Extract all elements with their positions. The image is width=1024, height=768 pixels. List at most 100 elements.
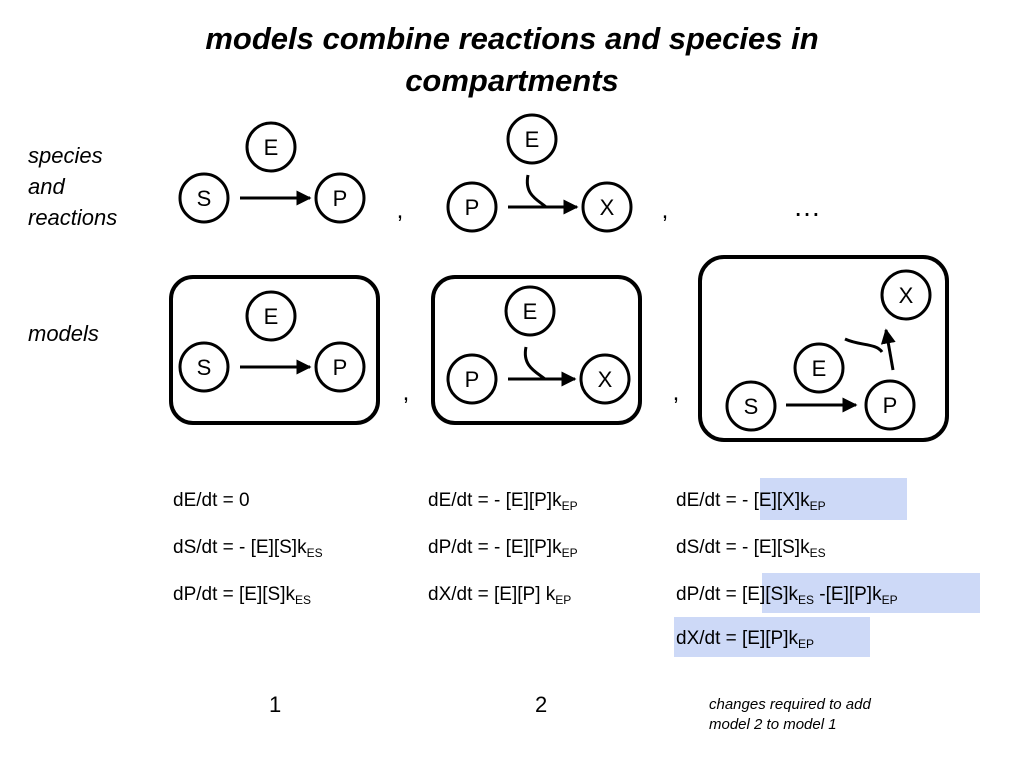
species-node-e: E [245,290,297,342]
equation-highlight-text: -[E][P]k [814,584,882,605]
highlight-de [760,478,907,520]
catalysis-arc [844,337,884,354]
row-label-line: models [28,321,99,346]
equation-text: dS/dt = - [E][S]k [676,537,810,558]
equation-c-dp: dP/dt = [E][S]kES -[E][P]kEP [676,582,898,608]
rate-subscript: EP [561,546,578,560]
species-label: X [899,283,914,308]
rate-subscript: EP [561,499,578,513]
rate-subscript: ES [798,593,815,607]
separator-comma: , [662,197,669,224]
equation-m1-ds: dS/dt = - [E][S]kES [173,535,323,561]
compartment-box [431,275,642,425]
row-label-line: species [28,143,103,168]
species-node-x: X [581,181,633,233]
species-label: P [333,186,348,211]
highlight-dx [674,617,870,657]
equation-m2-dx: dX/dt = [E][P] kEP [428,582,571,608]
species-node-e: E [793,342,845,394]
compartment-box [169,275,380,425]
equation-highlight-text: dX/dt = [E][P]k [676,628,798,649]
note-line: changes required to add [709,696,871,713]
rate-subscript: EP [809,499,826,513]
separator-comma: , [403,379,410,406]
species-label: S [744,394,759,419]
equation-c-dx: dX/dt = [E][P]kEP [676,626,814,652]
equation-text: dE/dt = [676,490,743,511]
equation-m1-de: dE/dt = 0 [173,488,250,514]
equation-m2-de: dE/dt = - [E][P]kEP [428,488,578,514]
reaction-2-top: E P X [446,113,633,233]
species-label: E [264,135,279,160]
reaction-arrow [880,328,896,371]
row-label-line: reactions [28,205,118,230]
species-label: P [883,393,898,418]
row-label-species-reactions: species and reactions [28,140,117,233]
species-label: P [465,195,480,220]
rate-subscript: EP [881,593,898,607]
species-node-s: S [178,172,230,224]
species-label: S [197,355,212,380]
species-node-e: E [504,285,556,337]
species-label: P [333,355,348,380]
equation-highlight-text: - [E][X]k [742,490,810,511]
changes-note: changes required to add model 2 to model… [709,695,871,735]
species-node-e: E [506,113,558,165]
equation-highlight-text: [E][S]k [742,584,798,605]
equation-text: dP/dt = [E][S]k [173,584,295,605]
row-label-line: and [28,174,65,199]
compartment-box [698,255,949,442]
equation-c-ds: dS/dt = - [E][S]kES [676,535,826,561]
equation-c-de: dE/dt = - [E][X]kEP [676,488,826,514]
species-node-p: P [864,379,916,431]
equation-text: dE/dt = 0 [173,490,250,511]
equation-m1-dp: dP/dt = [E][S]kES [173,582,311,608]
separator-comma: , [397,197,404,224]
species-node-x: X [579,353,631,405]
slide-title: models combine reactions and species in … [0,18,1024,102]
species-node-p: P [446,353,498,405]
rate-subscript: ES [294,593,311,607]
rate-subscript: EP [555,593,572,607]
species-node-p: P [446,181,498,233]
species-node-e: E [245,121,297,173]
equation-text: dP/dt = - [E][P]k [428,537,562,558]
catalysis-arc [523,346,546,381]
catalysis-arc [525,174,547,209]
model-number-2: 2 [535,692,548,717]
title-line-1: models combine reactions and species in [205,21,819,56]
species-label: S [197,186,212,211]
note-line: model 2 to model 1 [709,716,837,733]
species-node-p: P [314,172,366,224]
rate-subscript: ES [809,546,826,560]
model-1-compartment: E S P [169,275,380,425]
model-2-compartment: E P X [431,275,642,425]
species-node-s: S [725,380,777,432]
ellipsis: … [793,191,821,222]
equation-text: dX/dt = [E][P] k [428,584,556,605]
title-line-2: compartments [405,63,619,98]
species-label: E [523,299,538,324]
row-label-models: models [28,318,99,349]
highlight-dp [762,573,980,613]
model-number-1: 1 [269,692,282,717]
species-label: X [600,195,615,220]
equation-text: dP/dt = [676,584,743,605]
reaction-1-top: E S P [178,121,366,224]
equation-text: dE/dt = - [E][P]k [428,490,562,511]
species-label: X [598,367,613,392]
species-node-x: X [880,269,932,321]
species-node-s: S [178,341,230,393]
rate-subscript: EP [797,637,814,651]
species-label: E [264,304,279,329]
species-label: E [525,127,540,152]
separator-comma: , [673,379,680,406]
equation-text: dS/dt = - [E][S]k [173,537,307,558]
species-label: P [465,367,480,392]
combined-model-compartment: X E S P [698,255,949,442]
rate-subscript: ES [306,546,323,560]
species-node-p: P [314,341,366,393]
equation-m2-dp: dP/dt = - [E][P]kEP [428,535,578,561]
species-label: E [812,356,827,381]
